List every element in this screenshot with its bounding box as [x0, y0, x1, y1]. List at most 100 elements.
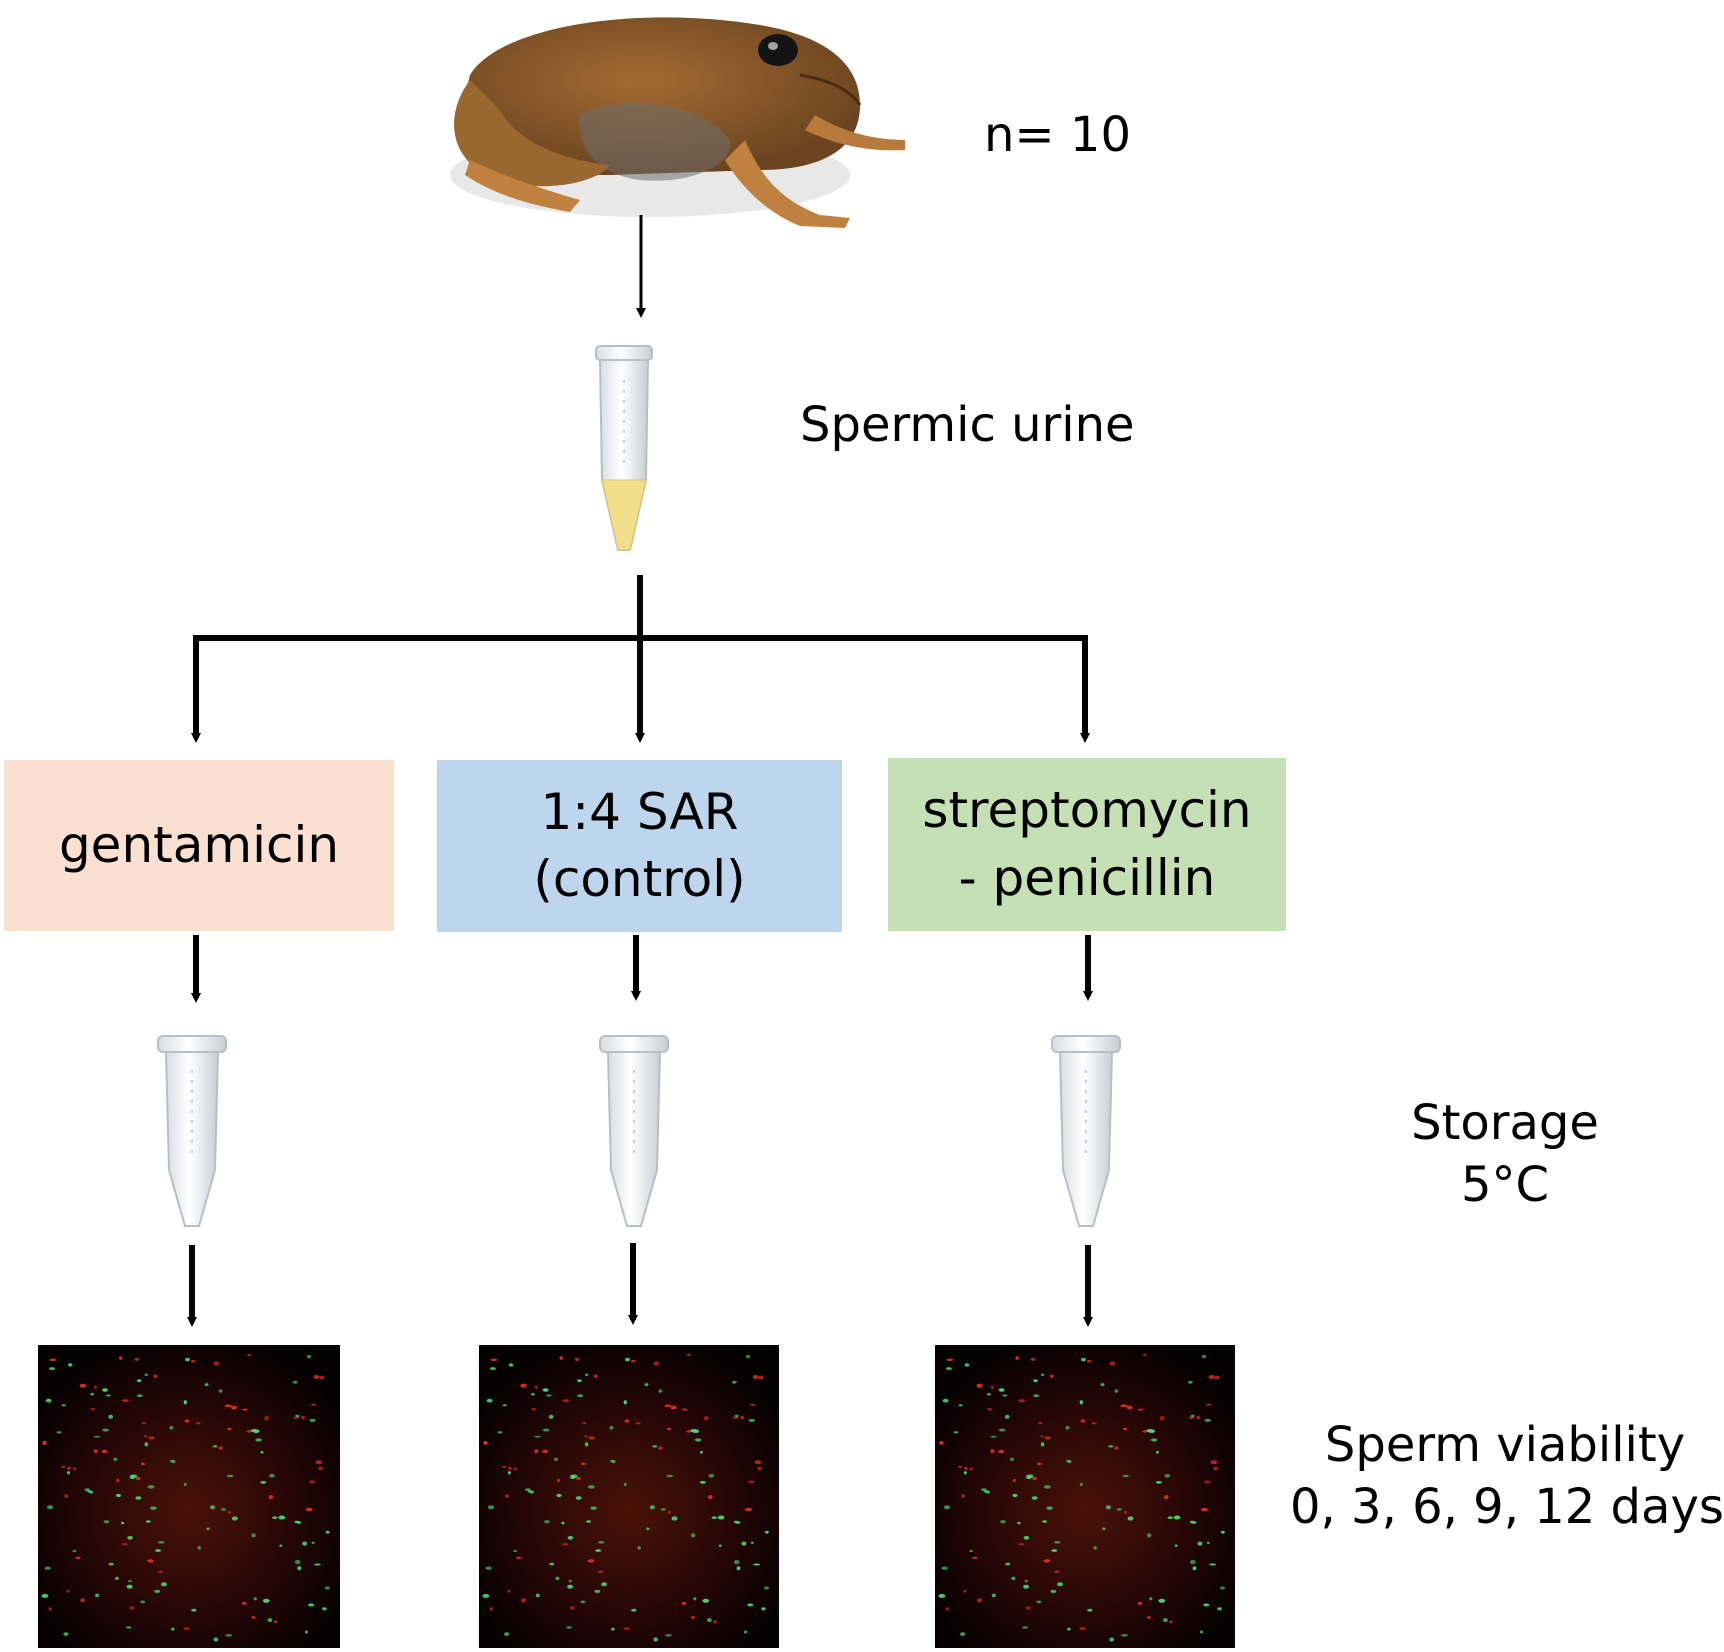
viable-sperm-dot — [135, 1496, 142, 1500]
arrows-box-to-tube — [191, 935, 1093, 1003]
dead-sperm-dot — [242, 1601, 247, 1605]
dead-sperm-dot — [1123, 1511, 1127, 1514]
viable-sperm-dot — [1219, 1586, 1226, 1590]
viable-sperm-dot — [1189, 1559, 1196, 1565]
viable-sperm-dot — [531, 1392, 535, 1396]
viable-sperm-dot — [958, 1404, 963, 1407]
viable-sperm-dot — [690, 1533, 696, 1538]
dead-sperm-dot — [505, 1494, 510, 1498]
viable-sperm-dot — [987, 1392, 991, 1396]
viable-sperm-dot — [1022, 1626, 1029, 1629]
viability-line2: 0, 3, 6, 9, 12 days — [1290, 1479, 1724, 1536]
viable-sperm-dot — [623, 1400, 627, 1405]
viable-sperm-dot — [1122, 1474, 1130, 1478]
viable-sperm-dot — [130, 1474, 138, 1478]
dead-sperm-dot — [624, 1419, 630, 1423]
viable-sperm-dot — [45, 1398, 52, 1403]
viable-sperm-dot — [255, 1438, 262, 1442]
dead-sperm-dot — [230, 1405, 237, 1410]
viable-sperm-dot — [1087, 1608, 1093, 1612]
viable-sperm-dot — [555, 1576, 560, 1581]
viable-sperm-dot — [294, 1559, 301, 1565]
viable-sperm-dot — [84, 1488, 90, 1492]
viable-sperm-dot — [664, 1634, 672, 1637]
viable-sperm-dot — [1204, 1418, 1212, 1422]
dead-sperm-dot — [707, 1495, 713, 1500]
viable-sperm-dot — [160, 1582, 167, 1587]
viable-sperm-dot — [763, 1586, 770, 1590]
viable-sperm-dot — [127, 1535, 133, 1540]
dead-sperm-dot — [64, 1494, 69, 1498]
dead-sperm-dot — [516, 1556, 522, 1559]
dead-sperm-dot — [1159, 1416, 1165, 1421]
viable-sperm-dot — [41, 1593, 49, 1598]
dead-sperm-dot — [972, 1556, 978, 1559]
micrograph-gentamicin — [38, 1345, 340, 1648]
viable-sperm-dot — [267, 1618, 273, 1623]
viable-sperm-dot — [546, 1394, 552, 1397]
dead-sperm-dot — [121, 1543, 129, 1546]
viable-sperm-dot — [748, 1418, 756, 1422]
viable-sperm-dot — [144, 1442, 149, 1447]
viable-sperm-dot — [169, 1425, 174, 1430]
viable-sperm-dot — [694, 1438, 702, 1442]
viability-line1: Sperm viability — [1324, 1417, 1686, 1473]
viable-sperm-dot — [93, 1435, 101, 1438]
viable-sperm-dot — [746, 1354, 751, 1359]
viable-sperm-dot — [953, 1431, 959, 1434]
viable-sperm-dot — [44, 1566, 51, 1570]
dead-sperm-dot — [976, 1383, 983, 1388]
viable-sperm-dot — [128, 1579, 132, 1583]
viable-sperm-dot — [212, 1445, 218, 1448]
dead-sperm-dot — [623, 1627, 630, 1631]
treatment-label-strep-pen: streptomycin - penicillin — [888, 758, 1286, 931]
dead-sperm-dot — [1040, 1435, 1044, 1438]
viable-sperm-dot — [115, 1493, 122, 1498]
viable-sperm-dot — [991, 1593, 996, 1598]
viable-sperm-dot — [1009, 1457, 1014, 1462]
viable-sperm-dot — [513, 1549, 518, 1553]
viable-sperm-dot — [998, 1428, 1006, 1432]
dead-sperm-dot — [48, 1607, 52, 1611]
viable-sperm-dot — [102, 1388, 108, 1392]
dead-sperm-dot — [195, 1422, 201, 1425]
viable-sperm-dot — [103, 1520, 110, 1524]
viable-sperm-dot — [753, 1563, 760, 1566]
dead-sperm-dot — [144, 1435, 148, 1438]
viable-sperm-dot — [708, 1473, 715, 1478]
viable-sperm-dot — [311, 1541, 315, 1544]
viable-sperm-dot — [489, 1367, 496, 1371]
viable-sperm-dot — [644, 1383, 649, 1387]
viable-sperm-dot — [1202, 1354, 1207, 1359]
viable-sperm-dot — [170, 1459, 174, 1463]
dead-sperm-dot — [273, 1620, 278, 1624]
dead-sperm-dot — [228, 1511, 232, 1514]
viable-sperm-dot — [556, 1493, 562, 1498]
viable-sperm-dot — [1192, 1566, 1197, 1571]
dead-sperm-dot — [1114, 1446, 1119, 1450]
viable-sperm-dot — [1054, 1541, 1061, 1544]
dead-sperm-dot — [752, 1375, 759, 1379]
viable-sperm-dot — [136, 1379, 142, 1383]
viable-sperm-dot — [548, 1414, 554, 1419]
dead-sperm-dot — [584, 1435, 588, 1438]
viable-sperm-dot — [1000, 1520, 1006, 1524]
viable-sperm-dot — [140, 1600, 146, 1604]
viable-sperm-dot — [507, 1471, 511, 1475]
dead-sperm-dot — [977, 1598, 982, 1603]
dead-sperm-dot — [1079, 1627, 1086, 1631]
viable-sperm-dot — [144, 1373, 149, 1377]
viable-sperm-dot — [49, 1367, 55, 1371]
viable-sperm-dot — [1002, 1394, 1008, 1397]
dead-sperm-dot — [502, 1465, 507, 1468]
frog-image — [450, 17, 905, 228]
viable-sperm-dot — [1067, 1627, 1071, 1631]
viable-sperm-dot — [63, 1632, 69, 1636]
viable-sperm-dot — [225, 1634, 233, 1637]
viable-sperm-dot — [666, 1474, 674, 1478]
viable-sperm-dot — [1105, 1505, 1111, 1510]
viable-sperm-dot — [272, 1516, 278, 1520]
viable-sperm-dot — [649, 1505, 656, 1510]
dead-sperm-dot — [534, 1385, 538, 1390]
viable-sperm-dot — [67, 1471, 70, 1475]
